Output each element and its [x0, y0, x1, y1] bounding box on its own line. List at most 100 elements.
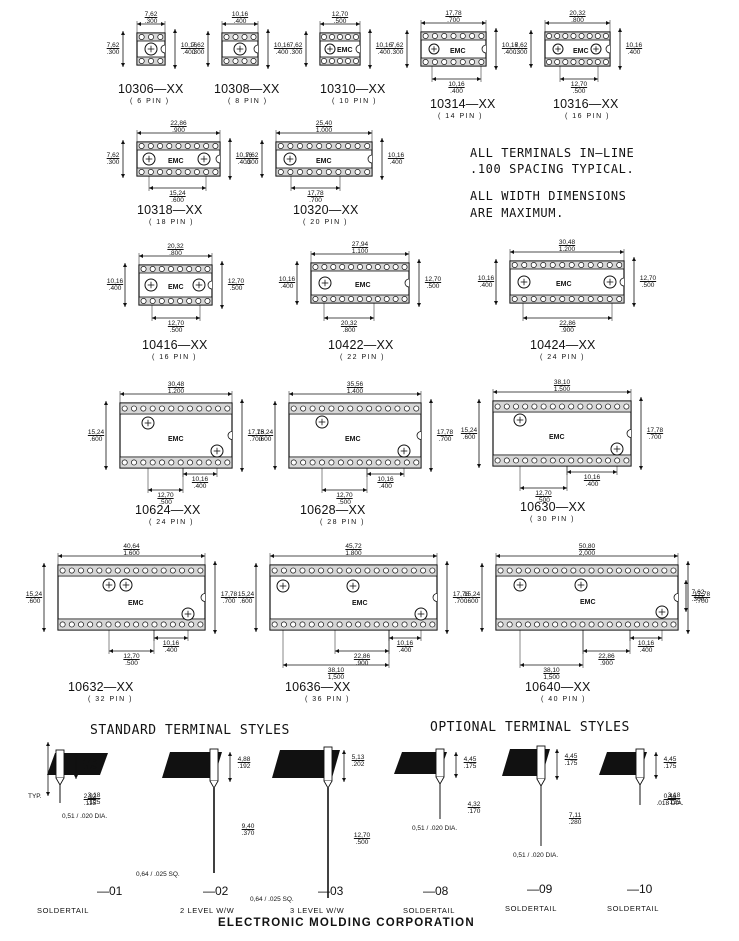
pin-contact: [96, 567, 103, 574]
pin-contact: [552, 621, 559, 628]
pin-count: ( 28 PIN ): [320, 519, 365, 526]
width-left-label: 15,24.600: [25, 590, 43, 605]
pin-contact: [431, 33, 438, 39]
pin-contact: [306, 169, 313, 175]
terminal-name: 2 LEVEL W/W: [180, 906, 235, 915]
arrow-head: [560, 77, 564, 81]
pin-contact: [78, 567, 84, 574]
terminal-contact: [635, 748, 645, 779]
pin-contact: [403, 405, 410, 412]
pin-contact: [515, 621, 522, 628]
pin-contact: [325, 143, 332, 149]
arrow-head: [654, 775, 658, 779]
arrow-head: [684, 608, 688, 612]
pin-contact: [339, 264, 346, 270]
arrow-head: [618, 66, 622, 70]
pin-contact: [534, 567, 540, 574]
pin-contact: [309, 459, 316, 466]
pin-strip-bottom: [269, 618, 438, 631]
arrow-head: [104, 466, 108, 470]
pin-contact: [166, 143, 173, 149]
pin-contact: [336, 621, 343, 628]
arrow-head: [42, 628, 46, 632]
pin-contact: [410, 621, 417, 628]
pin-contact: [354, 169, 361, 175]
pin-contact: [187, 405, 193, 412]
arrow-head: [121, 63, 125, 67]
pin-contact: [309, 405, 316, 412]
end-notch: [160, 44, 166, 54]
end-notch: [215, 154, 221, 164]
pin-contact: [345, 34, 351, 40]
pin-contact: [383, 567, 389, 574]
pin-contact: [184, 169, 191, 175]
arrow-head: [494, 259, 498, 263]
pin-contact: [140, 459, 147, 466]
pin-contact: [355, 621, 362, 628]
arrow-head: [674, 554, 678, 558]
arrow-head: [555, 749, 559, 753]
pin-count: ( 32 PIN ): [88, 696, 133, 703]
pin-contact: [606, 296, 613, 302]
arrow-head: [618, 28, 622, 32]
pin-contact: [204, 298, 211, 304]
pin-contact: [383, 264, 390, 270]
emc-logo: EMC: [556, 281, 572, 288]
optional-styles-heading: OPTIONAL TERMINAL STYLES: [430, 720, 630, 735]
pin-contact: [605, 403, 611, 410]
pin-contact: [394, 405, 401, 412]
pin-contact: [625, 567, 631, 574]
pin-contact: [300, 459, 307, 466]
terminal-dim-1: 5,13.202: [351, 754, 365, 768]
pin-contact: [652, 621, 659, 628]
pin-contact: [534, 621, 540, 628]
pin-strip-bottom: [288, 456, 422, 469]
part-number: 10318—XX: [137, 203, 203, 217]
pin-contact: [215, 405, 221, 412]
arrow-head: [367, 472, 371, 476]
arrow-head: [626, 649, 630, 653]
pin-contact: [197, 621, 204, 628]
pin-contact: [561, 621, 568, 628]
arrow-head: [220, 305, 224, 309]
arrow-head: [385, 649, 389, 653]
pin-contact: [328, 405, 335, 412]
pin-contact: [121, 459, 128, 466]
pin-contact: [318, 567, 324, 574]
pin-contact: [354, 143, 361, 149]
arrow-head: [567, 470, 571, 474]
arrow-head: [120, 392, 124, 396]
pin-contact: [614, 403, 621, 410]
pin-contact: [335, 169, 342, 175]
pin-contact: [586, 59, 593, 65]
arrow-head: [620, 250, 624, 254]
pin-contact: [184, 143, 191, 149]
length-label: 12,70.500: [331, 11, 349, 25]
pin-contact: [531, 457, 538, 464]
pin-contact: [459, 33, 466, 39]
pin-contact: [605, 457, 611, 464]
pin-contact: [394, 459, 401, 466]
terminal-code: —03: [318, 884, 344, 898]
part-number: 10632—XX: [68, 680, 134, 694]
pin-contact: [570, 621, 577, 628]
pin-contact: [321, 34, 327, 40]
pin-contact: [138, 169, 145, 175]
pin-strip-top: [119, 402, 233, 415]
terminal-dim-3: 2,92.115: [83, 793, 97, 807]
pin-contact: [188, 621, 195, 628]
width-left-label: 7,62.300: [390, 42, 404, 56]
arrow-head: [445, 561, 449, 565]
arrow-head: [254, 628, 258, 632]
pin-contact: [196, 405, 203, 412]
pin-contact: [441, 59, 448, 65]
pin-contact: [524, 567, 531, 574]
pin-count: ( 36 PIN ): [305, 696, 350, 703]
emc-logo: EMC: [337, 47, 353, 54]
pin-contact: [497, 621, 504, 628]
width-left-label: 7,62.300: [106, 42, 120, 56]
pin-contact: [329, 34, 335, 40]
pin-contact: [392, 296, 399, 302]
